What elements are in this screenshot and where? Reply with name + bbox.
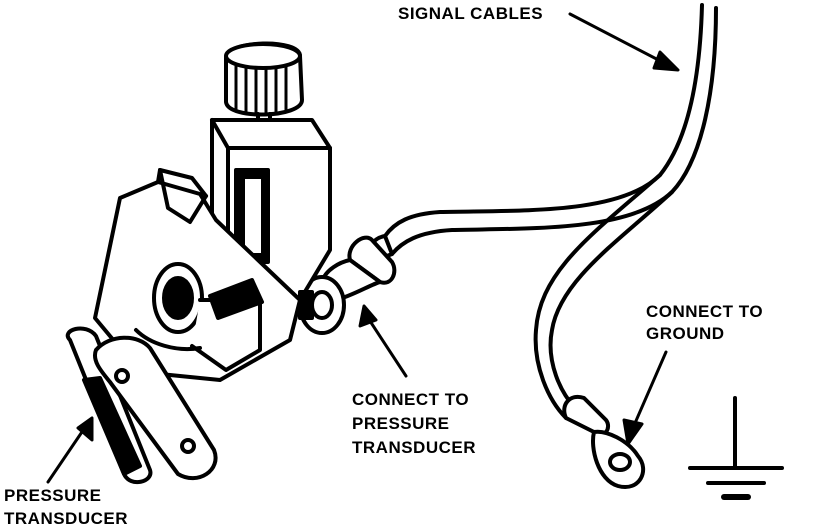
signal-cables [383, 3, 718, 420]
knurled-knob [224, 41, 304, 130]
ground-lug [562, 394, 646, 489]
signal-cables-label: SIGNAL CABLES [398, 4, 544, 23]
connect-ground-label-line1: CONNECT TO [646, 302, 764, 321]
ground-symbol [688, 396, 784, 500]
mounting-arm [65, 326, 218, 485]
connect-transducer-label-line2: PRESSURE [352, 414, 450, 433]
connect-transducer-label-line1: CONNECT TO [352, 390, 470, 409]
pressure-transducer-label-line1: PRESSURE [4, 486, 102, 505]
leader-arrows [46, 12, 680, 484]
pressure-transducer-label-line2: TRANSDUCER [4, 509, 128, 528]
transducer-housing [93, 168, 302, 382]
connect-transducer-label-line3: TRANSDUCER [352, 438, 476, 457]
connect-ground-label-line2: GROUND [646, 324, 725, 343]
